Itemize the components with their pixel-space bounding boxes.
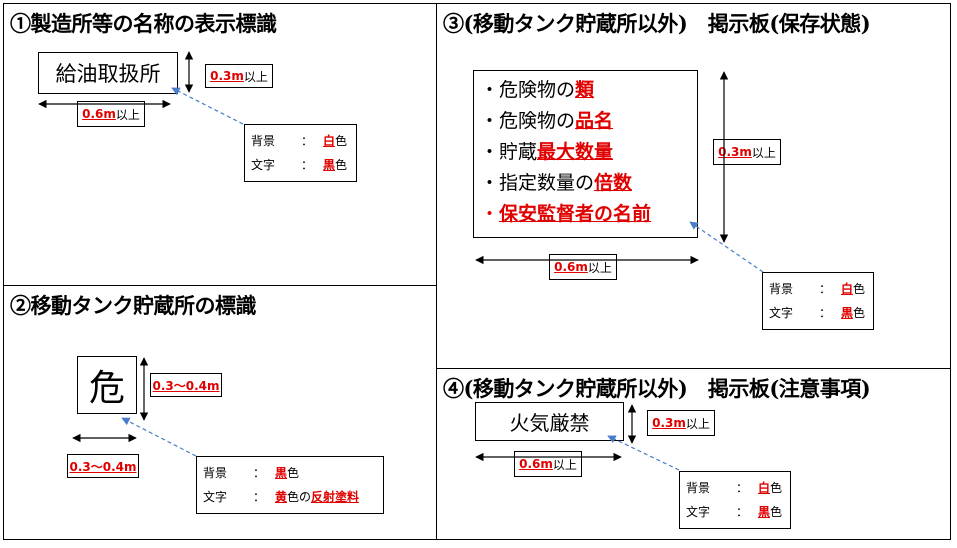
panel-3-title: ③(移動タンク貯蔵所以外) 掲示板(保存状態): [443, 11, 871, 36]
caution-color-legend: 背景：白色 文字：黒色: [679, 471, 791, 529]
list-item: ・保安監督者の名前: [480, 203, 652, 225]
panel-tank-sign: ②移動タンク貯蔵所の標識 危 0.3〜0.4m 0.3〜0.4m 背景：黒色 文…: [3, 285, 437, 540]
list-item: ・危険物の品名: [480, 110, 614, 132]
panel-storage-board: ③(移動タンク貯蔵所以外) 掲示板(保存状態) ・危険物の類 ・危険物の品名 ・…: [436, 3, 951, 369]
list-item: ・貯蔵最大数量: [480, 141, 614, 163]
nameplate-leader-line: [171, 87, 244, 125]
storage-color-legend: 背景：白色 文字：黒色: [762, 272, 874, 330]
panel-2-title: ②移動タンク貯蔵所の標識: [10, 293, 257, 318]
hazard-color-legend: 背景：黒色 文字：黄色の反射塗料: [196, 456, 384, 514]
storage-leader-line: [689, 221, 764, 273]
storage-board-sign: ・危険物の類 ・危険物の品名 ・貯蔵最大数量 ・指定数量の倍数 ・保安監督者の名…: [473, 70, 698, 238]
caution-board-sign: 火気厳禁: [475, 402, 624, 441]
panel-1-title: ①製造所等の名称の表示標識: [10, 11, 277, 36]
list-item: ・指定数量の倍数: [480, 172, 633, 194]
list-item: ・危険物の類: [480, 79, 595, 101]
nameplate-sign-text: 給油取扱所: [55, 62, 161, 86]
hazard-height-label: 0.3〜0.4m: [150, 373, 222, 397]
caution-leader-line: [607, 435, 680, 471]
panel-4-title: ④(移動タンク貯蔵所以外) 掲示板(注意事項): [443, 376, 871, 401]
hazard-sign: 危: [77, 356, 137, 414]
hazard-leader-line: [121, 417, 197, 457]
storage-board-items: ・危険物の類 ・危険物の品名 ・貯蔵最大数量 ・指定数量の倍数 ・保安監督者の名…: [474, 71, 651, 230]
hazard-sign-text: 危: [88, 368, 125, 409]
hazard-width-label: 0.3〜0.4m: [67, 454, 139, 478]
nameplate-color-legend: 背景：白色 文字：黒色: [244, 124, 357, 182]
nameplate-sign: 給油取扱所: [38, 52, 178, 94]
caution-board-sign-text: 火気厳禁: [509, 411, 590, 435]
